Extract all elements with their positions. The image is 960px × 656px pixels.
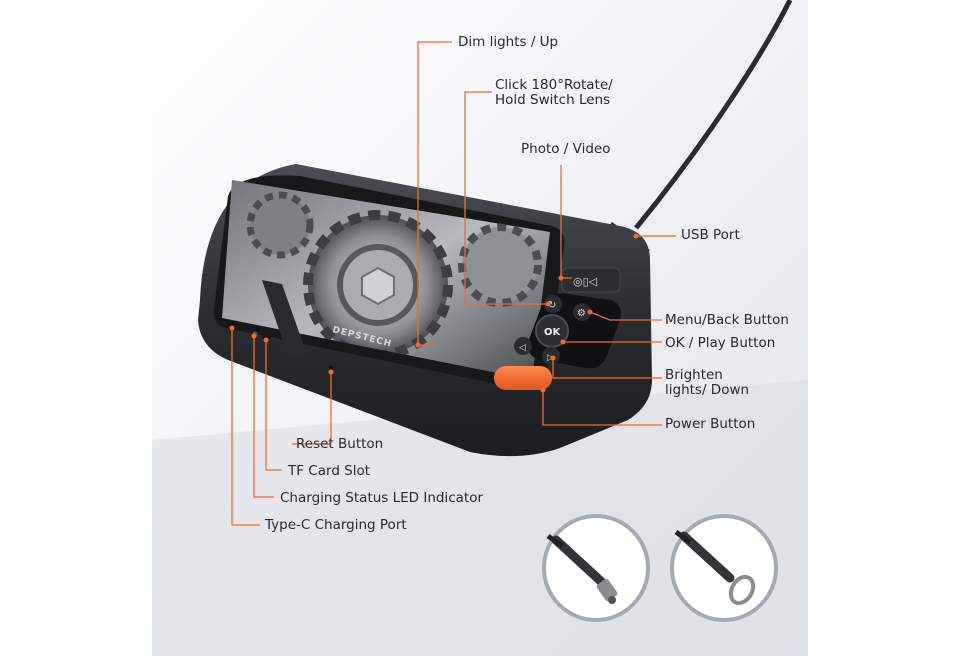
power-button[interactable] [494,366,552,390]
probe-inset-straight [542,514,650,622]
left-button[interactable] [514,337,532,355]
callout-usb-port: USB Port [681,227,740,243]
callout-photo-video: Photo / Video [521,141,611,157]
ok-label: OK [544,327,562,338]
probe-inset-hook [670,514,778,622]
callout-menu-back: Menu/Back Button [665,312,789,328]
rotate-icon: ↻ [548,300,556,311]
callout-charging-led: Charging Status LED Indicator [280,490,484,506]
callout-tf-card-slot: TF Card Slot [288,463,371,479]
callout-ok-play: OK / Play Button [665,335,776,351]
callout-type-c-port: Type-C Charging Port [265,517,407,533]
callout-reset-button: Reset Button [296,436,384,452]
callout-dim-lights-up: Dim lights / Up [458,34,559,50]
brighten-lights-down-button[interactable] [542,347,560,365]
tf-card-slot [263,336,271,339]
reset-hole [328,365,334,371]
leader-dots [229,233,639,393]
callout-brighten-lights-down: Brighten lights/ Down [665,367,750,398]
leader-lines [231,41,676,526]
kickstand [262,280,306,356]
left-triangle-icon: ◁ [519,343,526,353]
screen-display [222,180,550,380]
settings-gear-icon: ⚙ [577,308,586,319]
camera-video-icon: ◎▯◁ [573,275,598,288]
callout-power-button: Power Button [665,416,756,432]
callout-rotate-switch-lens: Click 180°Rotate/ Hold Switch Lens [495,77,613,108]
menu-back-button[interactable] [573,303,591,321]
dim-lights-up-button[interactable] [544,295,562,313]
ok-play-button[interactable] [535,314,569,348]
probe-cable [634,0,793,230]
